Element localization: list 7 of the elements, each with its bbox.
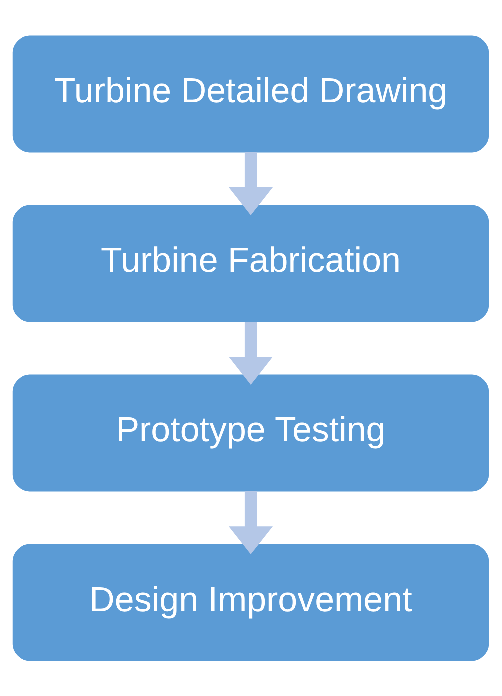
arrow — [228, 322, 274, 384]
arrow — [228, 152, 274, 215]
node-box: Turbine Fabrication — [12, 204, 490, 322]
node-box: Design Improvement — [12, 544, 490, 661]
node-box: Turbine Detailed Drawing — [12, 35, 490, 152]
arrow — [228, 491, 274, 554]
node-box: Prototype Testing — [12, 374, 490, 492]
